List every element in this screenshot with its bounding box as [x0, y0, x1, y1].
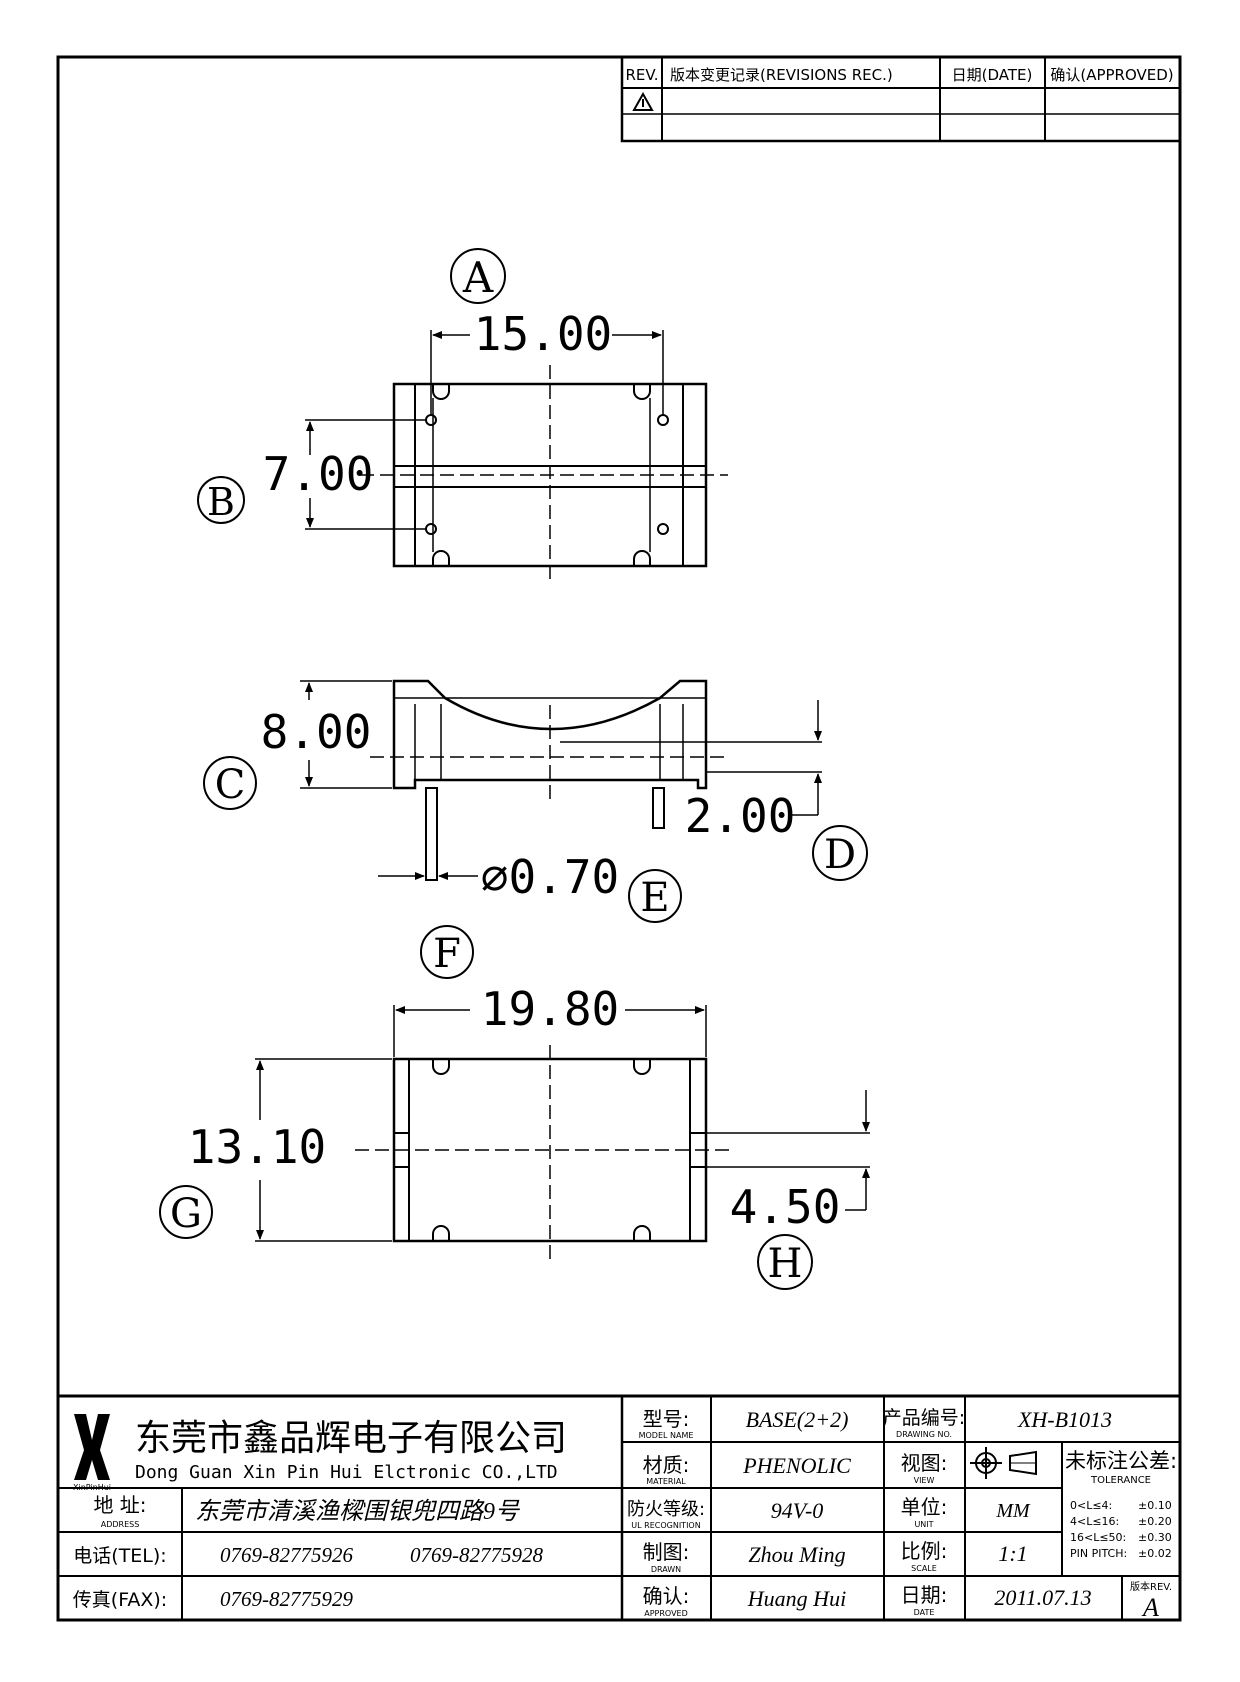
drawn-label: 制图: [643, 1540, 690, 1564]
material-label: 材质: [643, 1453, 690, 1477]
dim-pin-length: 2.00 [685, 789, 796, 843]
rev-label: 版本REV. [1130, 1580, 1172, 1593]
svg-text:B: B [207, 480, 235, 524]
dim-side-height: 8.00 [261, 705, 372, 759]
scale-label-en: SCALE [911, 1564, 937, 1573]
label-A: A [450, 248, 506, 304]
drawing-border [56, 55, 1182, 1622]
tolerance-label-en: TOLERANCE [1090, 1475, 1151, 1486]
label-H: H [757, 1234, 813, 1290]
bottom-view [255, 1005, 870, 1262]
drawn-value: Zhou Ming [748, 1542, 845, 1567]
dim-bottom-height: 13.10 [188, 1120, 326, 1174]
svg-text:G: G [170, 1191, 202, 1237]
dim-pin-diameter: ⌀0.70 [481, 850, 619, 904]
svg-text:A: A [462, 253, 494, 302]
tolerance-range: 4<L≤16: [1070, 1515, 1119, 1528]
view-label: 视图: [901, 1451, 948, 1475]
approved-label: 确认: [643, 1584, 690, 1608]
label-F: F [420, 925, 474, 979]
fax-value: 0769-82775929 [220, 1587, 353, 1611]
side-view [300, 679, 822, 881]
tolerance-range: 0<L≤4: [1070, 1499, 1112, 1512]
rev-header: REV. [626, 66, 659, 84]
date-value: 2011.07.13 [994, 1585, 1091, 1610]
company-logo: XinPinHui [73, 1414, 111, 1492]
tolerance-range: PIN PITCH: [1070, 1547, 1127, 1560]
material-value: PHENOLIC [742, 1453, 851, 1478]
label-G: G [159, 1185, 213, 1239]
scale-value: 1:1 [998, 1541, 1027, 1566]
label-B: B [197, 476, 245, 524]
ul-label: 防火等级: [627, 1499, 705, 1520]
svg-text:E: E [640, 875, 669, 921]
tolerance-value: ±0.20 [1138, 1515, 1172, 1528]
tel-1: 0769-82775926 [220, 1543, 353, 1567]
model-label-en: MODEL NAME [639, 1431, 694, 1440]
dim-bottom-width: 19.80 [481, 982, 619, 1036]
svg-text:XinPinHui: XinPinHui [73, 1483, 111, 1492]
revision-triangle-icon [632, 91, 654, 111]
address-value: 东莞市清溪渔樑围银兜四路9号 [195, 1498, 521, 1525]
dim-slot-width: 4.50 [730, 1180, 841, 1234]
label-D: D [812, 825, 868, 881]
tolerance-table: 0<L≤4: ±0.10 4<L≤16: ±0.20 16<L≤50: ±0.30PIN … [1070, 1499, 1172, 1560]
date-header: 日期(DATE) [952, 66, 1033, 84]
dim-top-height: 7.00 [263, 447, 374, 501]
revisions-header: 版本变更记录(REVISIONS REC.) [670, 66, 893, 84]
tolerance-value: ±0.30 [1138, 1531, 1172, 1544]
approved-label-en: APPROVED [644, 1609, 688, 1618]
fax-label: 传真(FAX): [73, 1589, 167, 1611]
view-label-en: VIEW [914, 1476, 935, 1485]
revision-table: REV. 版本变更记录(REVISIONS REC.) 日期(DATE) 确认(… [620, 55, 1182, 143]
date-label: 日期: [901, 1583, 948, 1607]
tolerance-label: 未标注公差: [1065, 1449, 1177, 1473]
ul-value: 94V-0 [771, 1498, 824, 1523]
material-label-en: MATERIAL [646, 1477, 686, 1486]
tel-2: 0769-82775928 [410, 1543, 543, 1567]
approved-header: 确认(APPROVED) [1050, 66, 1173, 84]
address-label-en: ADDRESS [101, 1520, 140, 1529]
svg-text:H: H [768, 1241, 803, 1287]
scale-label: 比例: [901, 1539, 948, 1563]
ul-label-en: UL RECOGNITION [631, 1521, 700, 1530]
company-name-cn: 东莞市鑫品辉电子有限公司 [135, 1418, 567, 1459]
unit-label: 单位: [901, 1495, 948, 1519]
projection-symbol-icon [970, 1447, 1037, 1479]
top-view [305, 330, 728, 585]
drawing-no-value: XH-B1013 [1017, 1407, 1112, 1432]
company-name-en: Dong Guan Xin Pin Hui Elctronic CO.,LTD [135, 1462, 558, 1483]
svg-text:D: D [824, 832, 856, 878]
tel-label: 电话(TEL): [73, 1545, 166, 1567]
tolerance-value: ±0.02 [1138, 1547, 1172, 1560]
date-label-en: DATE [914, 1608, 935, 1617]
model-value: BASE(2+2) [746, 1407, 849, 1432]
dim-top-width: 15.00 [474, 307, 612, 361]
tolerance-range: 16<L≤50: [1070, 1531, 1126, 1544]
tolerance-value: ±0.10 [1138, 1499, 1172, 1512]
label-E: E [628, 869, 682, 923]
title-block [56, 1394, 1182, 1622]
unit-label-en: UNIT [914, 1520, 933, 1529]
rev-value: A [1141, 1593, 1159, 1622]
unit-value: MM [995, 1500, 1031, 1522]
svg-text:F: F [433, 931, 461, 977]
svg-text:C: C [215, 762, 246, 808]
model-label: 型号: [643, 1407, 690, 1431]
drawn-label-en: DRAWN [651, 1565, 681, 1574]
approved-value: Huang Hui [747, 1586, 846, 1611]
address-label: 地 址: [93, 1493, 146, 1517]
drawing-no-label-en: DRAWING NO. [896, 1430, 952, 1439]
label-C: C [203, 756, 257, 810]
drawing-no-label: 产品编号: [883, 1407, 965, 1429]
